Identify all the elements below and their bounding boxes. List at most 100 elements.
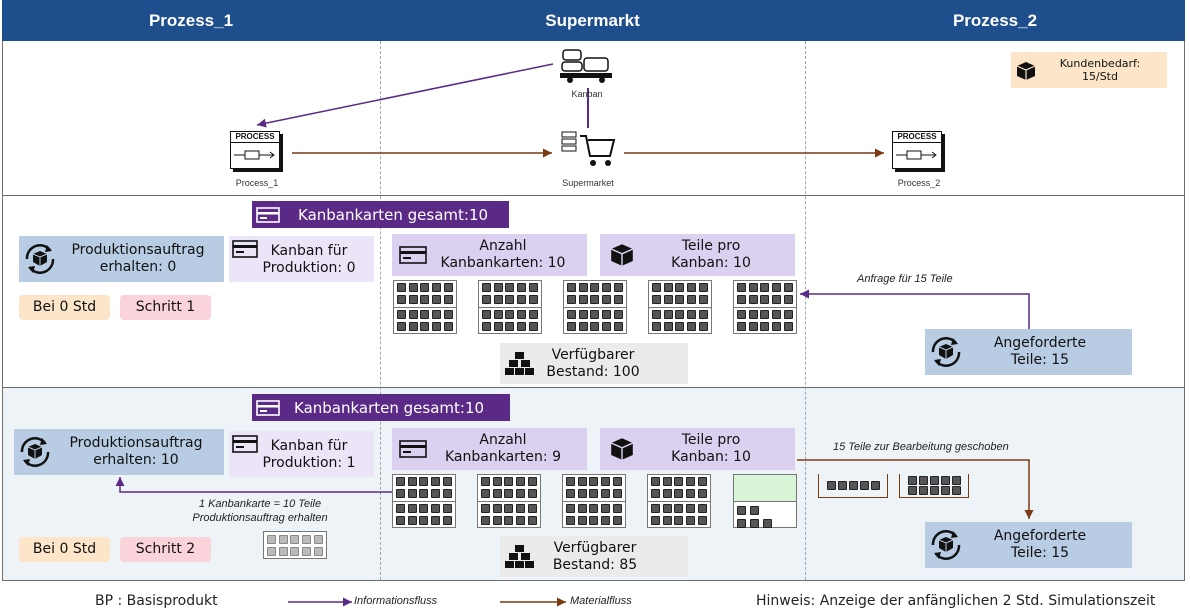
kanban-tray — [393, 280, 457, 334]
step1-order-text: Produktionsauftrag erhalten: 0 — [53, 236, 223, 282]
part-cube — [772, 295, 782, 305]
part-cube — [419, 515, 429, 525]
part-cube — [528, 321, 538, 331]
part-cube — [397, 321, 407, 331]
kanban-tray — [647, 474, 711, 528]
tray-compartment — [394, 281, 456, 308]
part-cube — [613, 295, 623, 305]
legend-material-label: Materialfluss — [570, 595, 632, 607]
part-cube — [527, 489, 537, 499]
part-cube — [527, 503, 537, 513]
step1-requested-text: Angeforderte Teile: 15 — [965, 329, 1115, 375]
card-icon — [232, 435, 258, 453]
tray-compartment — [479, 281, 541, 308]
card-icon — [399, 246, 427, 264]
part-cube — [567, 321, 577, 331]
stack-icon — [505, 352, 534, 375]
part-cube — [493, 295, 503, 305]
tray-compartment — [563, 502, 625, 528]
part-cube — [505, 283, 515, 293]
part-cube — [396, 489, 406, 499]
tray-partial-empty — [734, 475, 796, 502]
part-cube — [675, 283, 685, 293]
part-cube — [737, 321, 747, 331]
tray-compartment — [648, 502, 710, 528]
tray-compartment — [393, 502, 455, 528]
step2-requested-text: Angeforderte Teile: 15 — [965, 522, 1115, 568]
step1-requested-box: Angeforderte Teile: 15 — [925, 329, 1132, 375]
part-cube — [675, 295, 685, 305]
part-cube — [760, 283, 770, 293]
process-arrow-icon — [234, 150, 275, 160]
part-cube — [748, 321, 758, 331]
part-cube — [443, 295, 453, 305]
legend-basisprodukt: BP : Basisprodukt — [95, 593, 218, 609]
step1-stock-box: Verfügbarer Bestand: 100 — [500, 343, 688, 384]
tray-compartment — [649, 281, 711, 308]
box-icon — [610, 244, 634, 266]
step2-stock-line1: Verfügbarer — [553, 539, 637, 556]
part-cube — [662, 515, 672, 525]
part-cube — [651, 515, 661, 525]
part-cube — [698, 321, 708, 331]
part-cube — [674, 515, 684, 525]
part-cube — [577, 515, 587, 525]
step1-stock-line1: Verfügbarer — [551, 346, 635, 363]
kanban-tray — [648, 280, 712, 334]
column-divider-1 — [380, 41, 381, 580]
part-cube — [528, 295, 538, 305]
tray-compartment — [648, 475, 710, 502]
part-cube — [442, 489, 452, 499]
part-cube — [698, 295, 708, 305]
cycle-icon — [931, 530, 961, 560]
part-cube — [674, 477, 684, 487]
tray-compartment — [734, 308, 796, 334]
part-cube — [783, 321, 793, 331]
step2-count-box: Anzahl Kanbankarten: 9 — [392, 428, 587, 470]
customer-demand: Kundenbedarf: 15/Std — [1011, 52, 1167, 88]
part-cube — [408, 283, 418, 293]
tray-compartment — [479, 308, 541, 334]
part-cube — [663, 283, 673, 293]
kanban-tray — [733, 280, 797, 334]
step1-request-note: Anfrage für 15 Teile — [857, 273, 953, 285]
part-cube — [567, 295, 577, 305]
step1-kanban-prod-line1: Kanban für — [270, 243, 348, 259]
process-2-box-title: PROCESS — [893, 132, 941, 143]
part-cube — [613, 321, 623, 331]
part-cube — [590, 295, 600, 305]
card-icon — [399, 440, 427, 458]
kanban-tray — [563, 280, 627, 334]
part-cube — [578, 283, 588, 293]
part-cube — [783, 309, 793, 319]
process-2-icon[interactable]: PROCESS — [892, 131, 942, 169]
step2-parts-line1: Teile pro — [681, 432, 741, 448]
part-cube — [420, 309, 430, 319]
step2-step-badge: Schritt 2 — [120, 537, 211, 562]
part-cube — [662, 477, 672, 487]
part-cube — [601, 489, 611, 499]
part-cube — [566, 489, 576, 499]
part-cube — [566, 477, 576, 487]
part-cube — [698, 309, 708, 319]
part-cube — [602, 321, 612, 331]
part-cube — [651, 503, 661, 513]
card-icon — [256, 399, 280, 416]
part-cube — [432, 295, 442, 305]
legend-hint: Hinweis: Anzeige der anfänglichen 2 Std.… — [756, 593, 1156, 609]
part-cube — [737, 295, 747, 305]
part-cube — [481, 477, 491, 487]
part-cube — [443, 309, 453, 319]
kanban-tray — [392, 474, 456, 528]
card-icon — [232, 240, 258, 258]
pushed-tray-2 — [899, 474, 969, 498]
part-cube — [697, 503, 707, 513]
process-1-icon[interactable]: PROCESS — [230, 131, 280, 169]
part-cube — [662, 489, 672, 499]
part-cube — [442, 477, 452, 487]
part-cube — [420, 321, 430, 331]
step2-push-note: 15 Teile zur Bearbeitung geschoben — [833, 441, 1009, 453]
part-cube — [419, 477, 429, 487]
part-cube — [517, 309, 527, 319]
step2-stock-text: Verfügbarer Bestand: 85 — [540, 536, 650, 577]
